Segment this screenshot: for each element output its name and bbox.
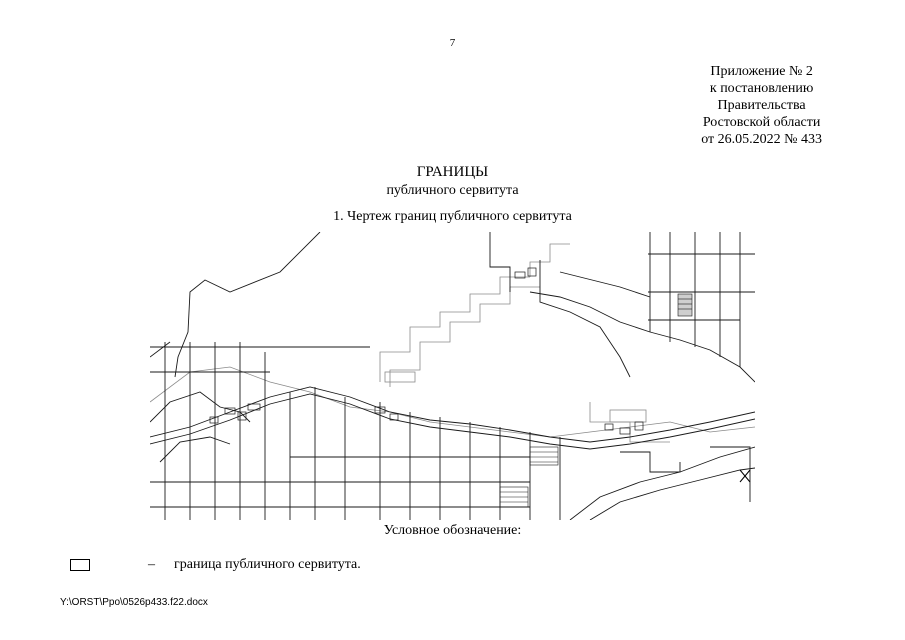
parcel-lines (150, 232, 755, 520)
servitude-boundary-drawing (150, 232, 755, 520)
page-number: 7 (449, 37, 456, 49)
heading-subtitle: публичного сервитута (386, 183, 519, 198)
legend-dash: – (148, 557, 155, 572)
document-heading: ГРАНИЦЫ публичного сервитута (0, 163, 905, 199)
file-path-footer: Y:\ORST\Ppo\0526p433.f22.docx (60, 597, 208, 608)
hatched-parcels (499, 293, 693, 508)
appendix-block: Приложение № 2 к постановлению Правитель… (701, 63, 822, 148)
legend-boundary-swatch (70, 559, 90, 571)
legend-item-label: граница публичного сервитута. (174, 557, 361, 572)
appendix-line-1: Приложение № 2 (710, 64, 813, 79)
appendix-line-4: Ростовской области (702, 115, 821, 130)
servitude-boundary-line (150, 243, 755, 443)
heading-title: ГРАНИЦЫ (416, 164, 489, 180)
section-title: 1. Чертеж границ публичного сервитута (333, 209, 572, 224)
appendix-line-2: к постановлению (709, 81, 814, 96)
settlement-clusters (209, 267, 644, 435)
map-drawing-svg (150, 232, 755, 520)
map-marker (739, 469, 751, 483)
legend-title: Условное обозначение: (383, 523, 522, 538)
appendix-line-3: Правительства (717, 98, 806, 113)
appendix-line-5: от 26.05.2022 № 433 (701, 132, 822, 147)
